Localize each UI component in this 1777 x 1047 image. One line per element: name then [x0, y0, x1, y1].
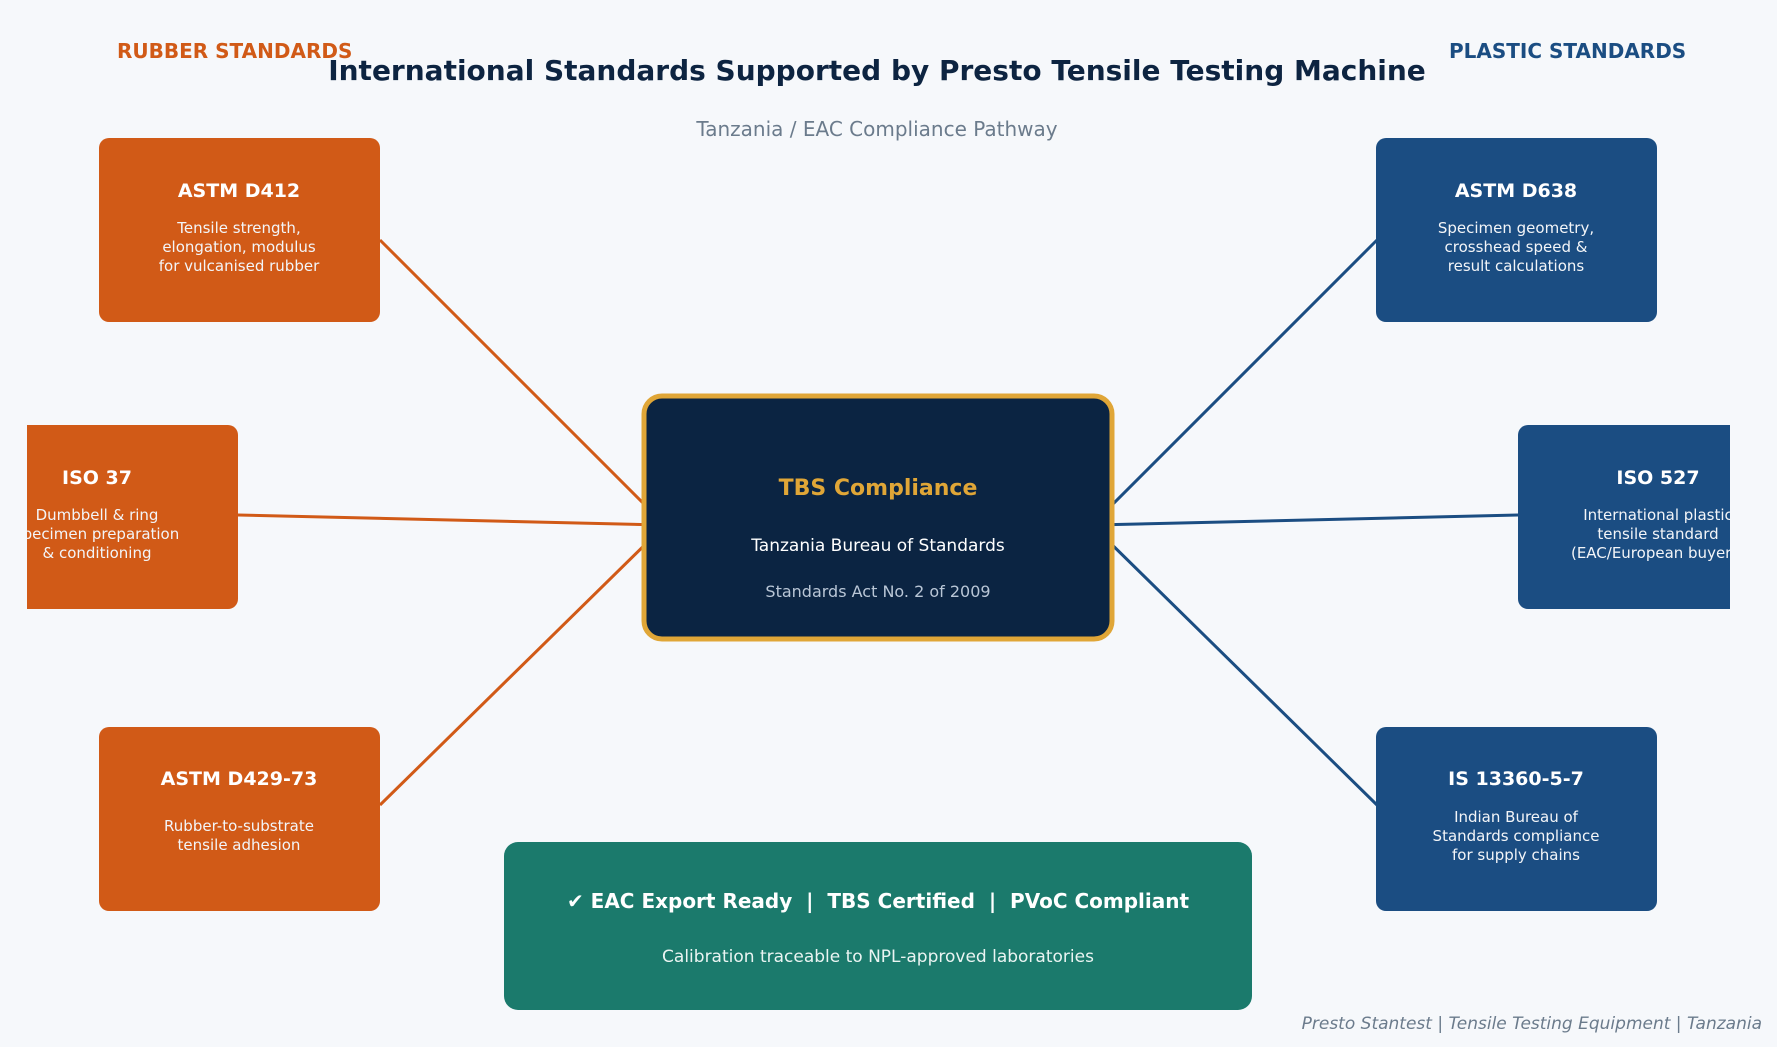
connector-astm-d412 [378, 238, 663, 523]
standard-desc-line: Standards compliance [1433, 827, 1600, 845]
standard-node-is-13360-5-7: IS 13360-5-7 Indian Bureau of Standards … [1376, 727, 1657, 911]
connector-iso-37 [237, 513, 663, 525]
standard-title: ASTM D638 [1455, 180, 1577, 202]
standard-title: ASTM D412 [178, 180, 300, 202]
standard-node-astm-d638: ASTM D638 Specimen geometry, crosshead s… [1376, 138, 1657, 322]
standard-node-iso-37: ISO 37 Dumbbell & ring specimen preparat… [15, 425, 238, 609]
standard-node-astm-d412: ASTM D412 Tensile strength, elongation, … [99, 138, 380, 322]
standard-desc-line: tensile standard [1597, 525, 1718, 543]
standard-desc-line: (EAC/European buyers) [1571, 544, 1745, 562]
standard-node-iso-527: ISO 527 International plastic tensile st… [1518, 425, 1745, 609]
connector-astm-d638 [1094, 238, 1379, 523]
standard-desc-line: International plastic [1583, 506, 1733, 524]
standard-desc-line: for supply chains [1452, 846, 1580, 864]
plastic-category-header: PLASTIC STANDARDS [1449, 39, 1686, 63]
rubber-category-label: RUBBER STANDARDS [117, 39, 352, 63]
center-organization: Tanzania Bureau of Standards [750, 536, 1005, 556]
standard-desc-line: tensile adhesion [178, 836, 301, 854]
standard-desc-line: specimen preparation [15, 525, 180, 543]
tbs-compliance-node: TBS Compliance Tanzania Bureau of Standa… [641, 393, 1115, 642]
standard-desc-line: Indian Bureau of [1454, 808, 1579, 826]
standard-desc-line: result calculations [1448, 257, 1585, 275]
banner-subtext: Calibration traceable to NPL-approved la… [662, 947, 1094, 967]
page-subtitle: Tanzania / EAC Compliance Pathway [695, 117, 1057, 141]
compliance-banner: ✔ EAC Export Ready | TBS Certified | PVo… [504, 842, 1252, 1010]
standard-desc-line: Tensile strength, [176, 219, 300, 237]
plastic-category-label: PLASTIC STANDARDS [1449, 39, 1686, 63]
standard-desc-line: for vulcanised rubber [159, 257, 320, 275]
standard-title: ISO 37 [62, 467, 132, 489]
standard-title: IS 13360-5-7 [1448, 768, 1584, 790]
standard-title: ASTM D429-73 [161, 768, 318, 790]
standard-node-astm-d429-73: ASTM D429-73 Rubber-to-substrate tensile… [99, 727, 380, 911]
connectors [237, 238, 1519, 807]
standard-desc-line: Dumbbell & ring [36, 506, 159, 524]
page-title: International Standards Supported by Pre… [328, 54, 1426, 87]
rubber-category-header: RUBBER STANDARDS [117, 39, 352, 63]
standard-title: ISO 527 [1616, 467, 1699, 489]
connector-astm-d429 [378, 527, 663, 807]
standard-desc-line: elongation, modulus [162, 238, 316, 256]
standard-desc-line: Rubber-to-substrate [164, 817, 314, 835]
banner-headline: ✔ EAC Export Ready | TBS Certified | PVo… [567, 889, 1190, 913]
standard-desc-line: crosshead speed & [1445, 238, 1588, 256]
connector-iso-527 [1094, 513, 1519, 525]
center-act-reference: Standards Act No. 2 of 2009 [765, 582, 990, 601]
standard-desc-line: Specimen geometry, [1438, 219, 1594, 237]
footer-credit: Presto Stantest | Tensile Testing Equipm… [1302, 1014, 1762, 1034]
center-title: TBS Compliance [779, 476, 978, 501]
standard-desc-line: & conditioning [42, 544, 151, 562]
connector-is-13360 [1094, 527, 1379, 807]
